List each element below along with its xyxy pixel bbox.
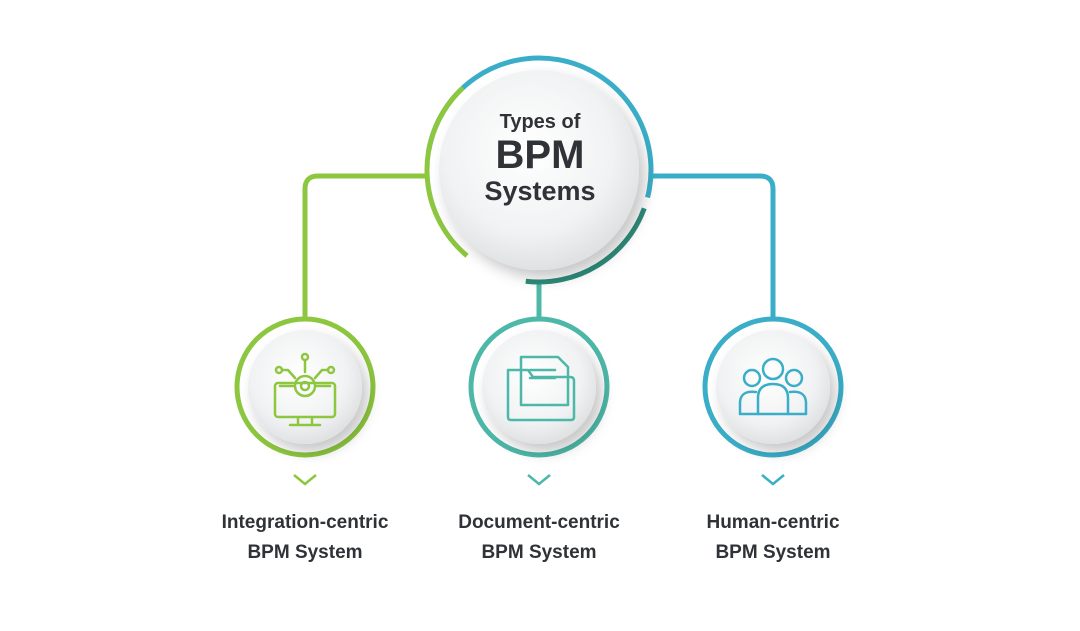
title-line-3: Systems [484,176,596,206]
center-node [424,55,654,285]
title-line-2: BPM [495,133,585,177]
label-line-1: Human-centric [706,512,840,533]
node-document [468,316,610,458]
node-integration [234,316,376,458]
label-integration: Integration-centric BPM System [190,508,420,568]
label-document: Document-centric BPM System [424,508,654,568]
people-group-icon [738,357,808,416]
label-line-1: Document-centric [458,512,620,533]
label-human: Human-centric BPM System [658,508,888,568]
label-line-1: Integration-centric [221,512,389,533]
folder-document-icon [506,355,576,422]
chevron-down-icon [761,474,785,486]
label-line-2: BPM System [481,542,597,563]
center-title: Types of BPM Systems [440,110,640,206]
chevron-down-icon [527,474,551,486]
gear-monitor-icon [273,352,337,427]
label-line-2: BPM System [247,542,363,563]
connector-left [302,173,428,320]
node-human [702,316,844,458]
chevron-down-icon [293,474,317,486]
connector-right [650,173,776,320]
title-line-1: Types of [499,111,581,133]
label-line-2: BPM System [715,542,831,563]
